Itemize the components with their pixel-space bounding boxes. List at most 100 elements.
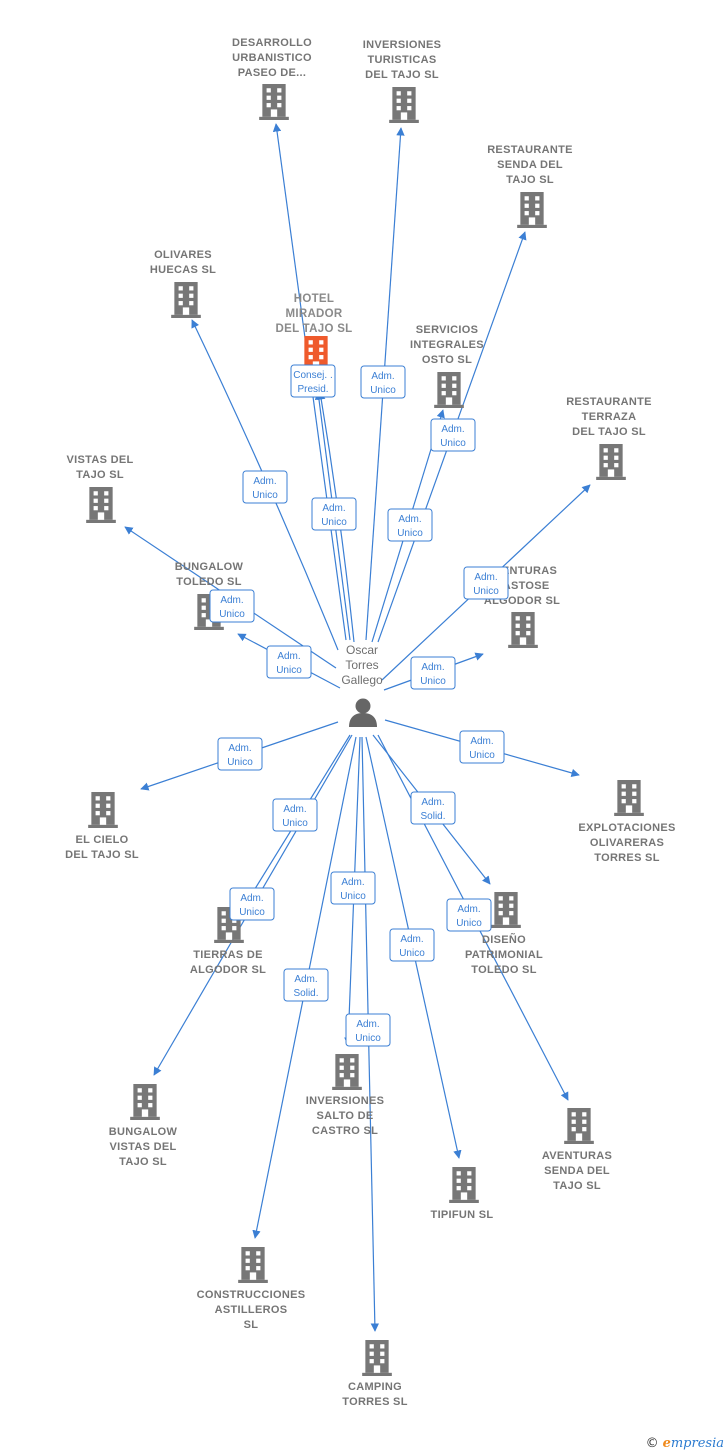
person-node[interactable]: Oscar Torres Gallego (341, 643, 383, 727)
person-icon (349, 698, 377, 727)
role-badge-restaurante-senda[interactable]: Adm.Unico (430, 418, 476, 452)
company-label-line-1: TIERRAS DE (193, 949, 263, 961)
company-label-line-3: OSTO SL (422, 354, 472, 366)
company-label-line-1: RESTAURANTE (566, 396, 652, 408)
role-badge-diseno-patrimonial[interactable]: Adm.Solid. (410, 791, 456, 825)
company-label-line-2: URBANISTICO (232, 52, 312, 64)
building-icon (88, 792, 118, 828)
role-badge-aventuras-senda[interactable]: Adm. Unico (446, 898, 492, 932)
role-badge-construcciones-astilleros[interactable]: Adm.Solid. (283, 968, 329, 1002)
role-badge-servicios-integrales[interactable]: Adm.Unico (387, 508, 433, 542)
role-text-line-2: Unico (473, 586, 499, 597)
role-badge-inversiones-turisticas[interactable]: Adm.Unico (360, 365, 406, 399)
role-badge-box (463, 566, 509, 600)
company-label-line-2: SALTO DE (317, 1110, 374, 1122)
role-text-line-1: Adm. (356, 1019, 379, 1030)
building-icon (564, 1108, 594, 1144)
company-label-line-1: SERVICIOS (416, 324, 478, 336)
building-icon (130, 1084, 160, 1120)
role-badge-box (459, 730, 505, 764)
role-text-line-1: Adm. (283, 804, 306, 815)
role-text-line-1: Adm. (457, 904, 480, 915)
role-text-line-2: Unico (239, 907, 265, 918)
copyright-symbol: © (645, 1436, 659, 1451)
company-label-line-3: TAJO SL (553, 1180, 601, 1192)
company-label-line-2: MIRADOR (285, 308, 342, 320)
role-badge-el-cielo[interactable]: Adm.Unico (217, 737, 263, 771)
company-label-line-2: TAJO SL (76, 469, 124, 481)
role-badge-box (330, 871, 376, 905)
role-text-line-2: Unico (469, 750, 495, 761)
role-badge-bungalow-toledo[interactable]: Adm.Unico (266, 645, 312, 679)
role-badge-tipifun[interactable]: Adm.Unico (389, 928, 435, 962)
role-badge-box (387, 508, 433, 542)
role-text-line-1: Adm. (240, 893, 263, 904)
role-text-line-2: Unico (456, 918, 482, 929)
company-label-line-1: EXPLOTACIONES (578, 822, 675, 834)
company-label-line-3: SL (244, 1319, 259, 1331)
building-icon (434, 372, 464, 408)
building-icon (449, 1167, 479, 1203)
company-node-hotel-mirador[interactable]: HOTEL MIRADOR DEL TAJO SL (276, 293, 353, 372)
role-badge-camping-torres[interactable]: Adm.Unico (345, 1013, 391, 1047)
company-label-line-3: DEL TAJO SL (276, 323, 353, 335)
role-badge-inversiones-salto[interactable]: Adm.Unico (330, 871, 376, 905)
role-text-line-2: Unico (370, 385, 396, 396)
role-badge-box (446, 898, 492, 932)
role-badge-vistas-tajo[interactable]: Adm.Unico (209, 589, 255, 623)
company-label-line-2: SENDA DEL (497, 159, 563, 171)
role-badge-box (311, 497, 357, 531)
role-badge-hotel-mirador[interactable]: Consej. .Presid. (290, 364, 336, 398)
company-label-line-3: DEL TAJO SL (572, 426, 646, 438)
role-text-line-2: Presid. (297, 384, 328, 395)
company-label-line-1: TIPIFUN SL (431, 1209, 494, 1221)
brand-name: mpresia (670, 1436, 724, 1451)
building-icon (86, 487, 116, 523)
role-text-line-1: Adm. (253, 476, 276, 487)
role-text-line-2: Unico (420, 676, 446, 687)
role-badge-explotaciones-olivareras[interactable]: Adm.Unico (459, 730, 505, 764)
role-badge-box (266, 645, 312, 679)
role-badge-box (209, 589, 255, 623)
role-badge-restaurante-terraza[interactable]: Adm.Unico (463, 566, 509, 600)
company-label-line-2: PATRIMONIAL (465, 949, 543, 961)
role-badge-bungalow-vistas[interactable]: Adm. Unico (229, 887, 275, 921)
company-label-line-2: TOLEDO SL (176, 576, 241, 588)
role-badge-aventuras-castose[interactable]: Adm.Unico (410, 656, 456, 690)
role-text-line-2: Unico (340, 891, 366, 902)
role-text-line-2: Unico (252, 490, 278, 501)
role-text-line-1: Adm. (220, 595, 243, 606)
role-badge-hotel-mirador-2[interactable]: Adm.Unico (311, 497, 357, 531)
company-label-line-2: ASTILLEROS (215, 1304, 288, 1316)
company-label-line-1: EL CIELO (76, 834, 129, 846)
role-text-line-2: Unico (282, 818, 308, 829)
company-label-line-1: RESTAURANTE (487, 144, 573, 156)
role-badge-olivares-huecas[interactable]: Adm. Unico (242, 470, 288, 504)
role-text-line-2: Unico (440, 438, 466, 449)
role-badge-tierras-algodor[interactable]: Adm. Unico (272, 798, 318, 832)
company-node-tipifun[interactable]: TIPIFUN SL (431, 1167, 494, 1221)
role-badge-box (389, 928, 435, 962)
role-text-line-1: Adm. (400, 934, 423, 945)
role-text-line-1: Adm. (294, 974, 317, 985)
company-label-line-1: HOTEL (294, 293, 334, 305)
building-icon (238, 1247, 268, 1283)
building-icon (508, 612, 538, 648)
